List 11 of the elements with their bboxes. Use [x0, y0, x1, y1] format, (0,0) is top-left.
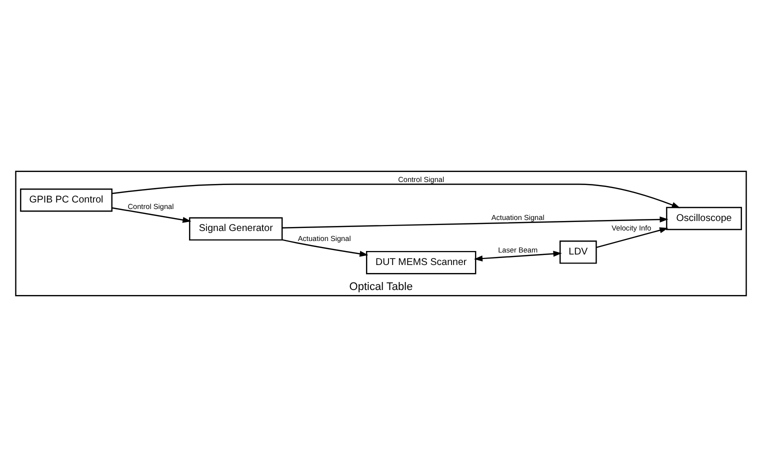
node-box: LDV — [560, 240, 597, 264]
arrow — [112, 206, 192, 222]
node-box: Signal Generator — [189, 216, 283, 240]
arrow — [474, 250, 562, 262]
node-box: Oscilloscope — [666, 206, 742, 230]
node-box: DUT MEMS Scanner — [366, 250, 476, 274]
node-box: GPIB PC Control — [20, 188, 112, 212]
arrow — [112, 183, 680, 208]
arrow — [282, 238, 368, 256]
arrow — [282, 216, 668, 228]
arrow — [596, 226, 668, 248]
